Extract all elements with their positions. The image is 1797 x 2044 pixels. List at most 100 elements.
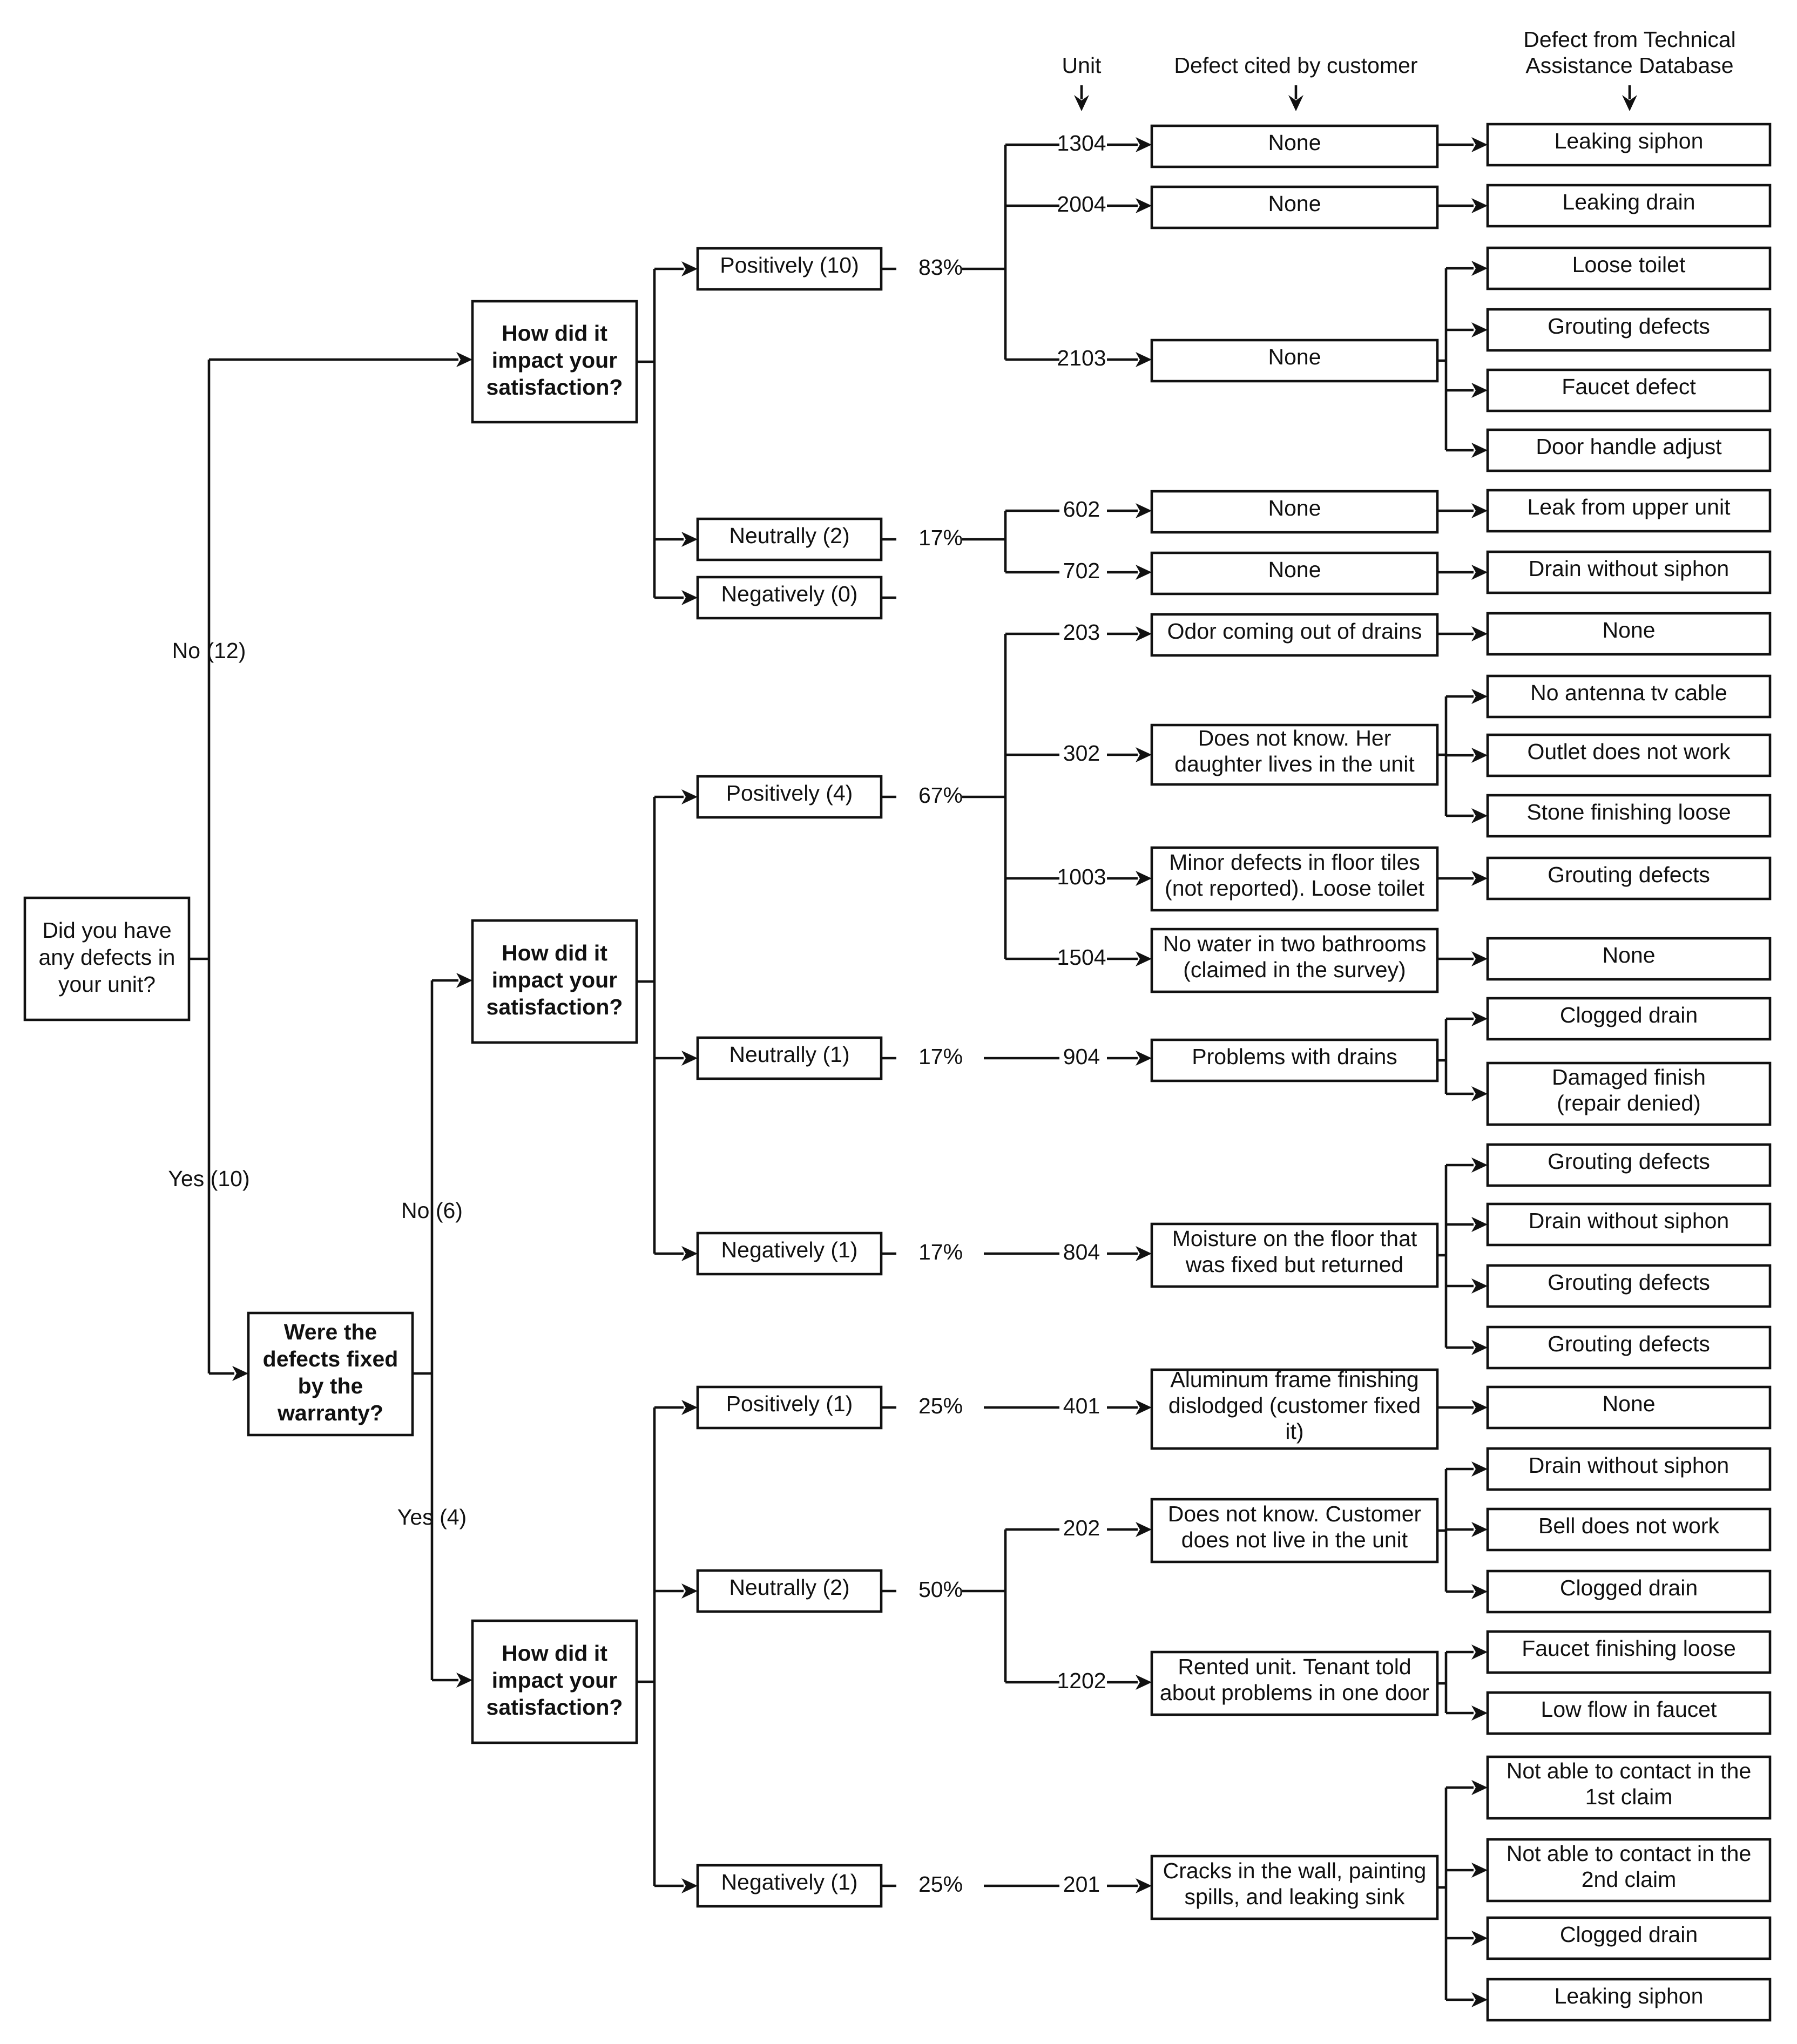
- technical-defect-text: 1st claim: [1585, 1784, 1673, 1809]
- technical-defect-text: None: [1602, 1391, 1655, 1416]
- warranty-yes-edge-label: Yes (4): [397, 1505, 467, 1529]
- unit-number: 1003: [1057, 864, 1106, 889]
- customer-defect-text: Rented unit. Tenant told: [1178, 1654, 1411, 1679]
- outcome-percent: 50%: [918, 1577, 963, 1602]
- arrowhead: [1136, 1522, 1152, 1537]
- warranty-question-text: defects fixed: [263, 1346, 398, 1371]
- unit-number: 302: [1063, 741, 1100, 766]
- arrowhead: [1471, 1705, 1488, 1721]
- customer-defect-text: (claimed in the survey): [1183, 957, 1406, 982]
- unit-number: 401: [1063, 1393, 1100, 1418]
- technical-defect-box: [1486, 550, 1772, 594]
- arrowhead: [681, 261, 698, 276]
- unit-number: 203: [1063, 620, 1100, 645]
- arrowhead: [1136, 198, 1152, 213]
- technical-defect-box: [1486, 1630, 1772, 1674]
- arrowhead: [1136, 565, 1152, 580]
- arrowhead: [1471, 1992, 1488, 2007]
- arrowhead: [1136, 626, 1152, 641]
- customer-defect-box: [1150, 551, 1439, 595]
- arrowhead: [456, 973, 472, 988]
- arrowhead: [681, 1246, 698, 1261]
- outcome-label: Negatively (1): [721, 1870, 858, 1894]
- arrowhead: [1136, 1675, 1152, 1690]
- warranty-question-text: by the: [298, 1373, 363, 1398]
- impact-question-text: How did it: [502, 1641, 607, 1666]
- warranty-question-text: warranty?: [277, 1400, 383, 1425]
- arrowhead: [1136, 503, 1152, 518]
- technical-defect-box: [1486, 612, 1772, 656]
- customer-defect-box: [1150, 1038, 1439, 1082]
- technical-defect-text: Drain without siphon: [1529, 556, 1729, 581]
- outcome-label: Positively (1): [726, 1391, 853, 1416]
- warranty-question-text: Were the: [284, 1319, 377, 1344]
- arrowhead: [681, 1583, 698, 1599]
- technical-column-header: Assistance Database: [1525, 53, 1733, 78]
- outcome-label: Positively (10): [720, 253, 859, 278]
- arrowhead: [1471, 1011, 1488, 1026]
- arrowhead: [1471, 871, 1488, 886]
- technical-defect-box: [1486, 489, 1772, 533]
- technical-defect-text: Leak from upper unit: [1527, 495, 1731, 519]
- arrowhead: [1471, 748, 1488, 763]
- arrowhead: [1471, 383, 1488, 398]
- technical-defect-box: [1486, 1061, 1772, 1126]
- customer-defect-box: [1150, 928, 1439, 993]
- technical-defect-text: (repair denied): [1557, 1091, 1701, 1115]
- root-question-text: any defects in: [39, 945, 175, 970]
- arrowhead: [1471, 1522, 1488, 1537]
- arrowhead-down: [1074, 95, 1089, 111]
- technical-defect-box: [1486, 1691, 1772, 1735]
- technical-defect-text: None: [1602, 943, 1655, 967]
- technical-defect-text: Bell does not work: [1538, 1513, 1720, 1538]
- impact-question-text: impact your: [492, 967, 617, 992]
- arrowhead: [1471, 951, 1488, 966]
- arrowhead: [1471, 1400, 1488, 1415]
- arrowhead: [681, 1051, 698, 1066]
- technical-defect-box: [1486, 794, 1772, 838]
- outcome-percent: 67%: [918, 783, 963, 808]
- arrowhead: [1471, 1278, 1488, 1294]
- technical-defect-box: [1486, 1264, 1772, 1308]
- arrowhead: [1136, 352, 1152, 367]
- outcome-percent: 17%: [918, 1240, 963, 1264]
- outcome-box: [696, 576, 883, 620]
- technical-defect-text: 2nd claim: [1582, 1867, 1676, 1892]
- technical-defect-text: Grouting defects: [1548, 314, 1710, 339]
- technical-defect-box: [1486, 733, 1772, 777]
- outcome-label: Positively (4): [726, 781, 853, 806]
- technical-defect-box: [1486, 1507, 1772, 1552]
- technical-column-header: Defect from Technical: [1523, 27, 1735, 52]
- arrowhead: [1471, 1863, 1488, 1878]
- technical-defect-box: [1486, 997, 1772, 1041]
- impact-question-text: How did it: [502, 321, 607, 346]
- arrowhead: [681, 1878, 698, 1893]
- customer-defect-text: None: [1268, 344, 1321, 369]
- customer-defect-text: None: [1268, 496, 1321, 520]
- arrowhead: [681, 789, 698, 804]
- technical-defect-text: Door handle adjust: [1536, 434, 1722, 459]
- technical-defect-box: [1486, 1838, 1772, 1903]
- arrowhead: [1471, 1086, 1488, 1101]
- arrowhead: [1471, 322, 1488, 337]
- arrowhead: [1136, 747, 1152, 762]
- technical-defect-text: Leaking siphon: [1555, 1984, 1704, 2008]
- customer-defect-box: [1150, 1222, 1439, 1288]
- technical-defect-text: Grouting defects: [1548, 1331, 1710, 1356]
- technical-defect-text: Not able to contact in the: [1506, 1758, 1752, 1783]
- yes-edge-label: Yes (10): [168, 1166, 249, 1191]
- technical-defect-text: None: [1602, 618, 1655, 642]
- customer-defect-text: None: [1268, 191, 1321, 216]
- impact-question-text: impact your: [492, 348, 617, 373]
- technical-defect-text: Clogged drain: [1560, 1922, 1698, 1947]
- outcome-percent: 25%: [918, 1393, 963, 1418]
- technical-defect-box: [1486, 184, 1772, 228]
- technical-defect-box: [1486, 1385, 1772, 1430]
- technical-defect-text: Grouting defects: [1548, 1270, 1710, 1295]
- customer-defect-text: Moisture on the floor that: [1172, 1226, 1417, 1251]
- unit-column-header: Unit: [1062, 53, 1102, 78]
- technical-defect-box: [1486, 1569, 1772, 1614]
- customer-defect-text: Minor defects in floor tiles: [1169, 850, 1420, 875]
- technical-defect-text: Leaking siphon: [1555, 128, 1704, 153]
- arrowhead: [456, 1673, 472, 1688]
